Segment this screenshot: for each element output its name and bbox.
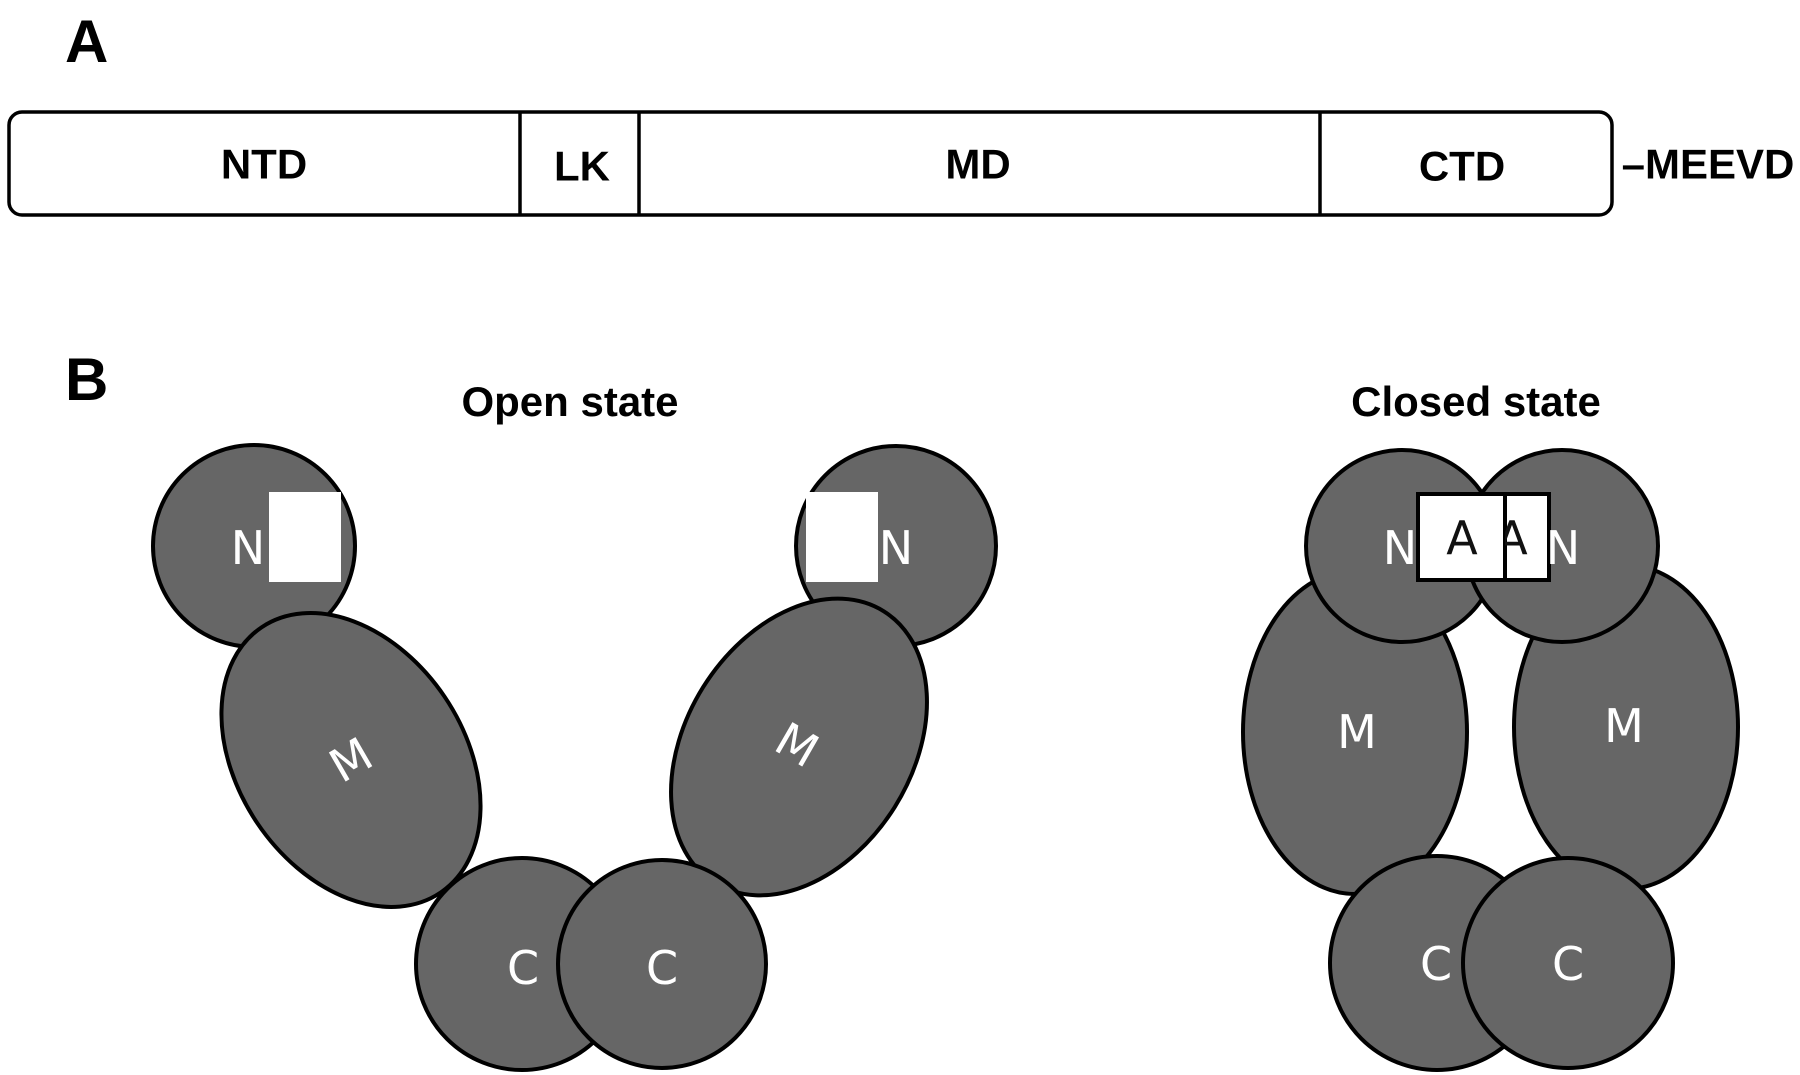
open-n-left-label: N	[231, 521, 265, 575]
closed-a-left-label: A	[1446, 511, 1478, 565]
meevd-tail-label: –MEEVD	[1622, 141, 1795, 188]
closed-a-right-label: A	[1496, 511, 1528, 565]
panel-a-letter: A	[65, 8, 108, 75]
ntd-label: NTD	[221, 141, 307, 188]
open-n-right-cutout	[806, 492, 878, 582]
md-label: MD	[945, 141, 1010, 188]
closed-c-domain-right	[1461, 856, 1675, 1070]
closed-c-right-label: C	[1552, 937, 1584, 991]
ctd-label: CTD	[1419, 143, 1505, 190]
open-c-left-label: C	[507, 941, 539, 995]
open-c-right-label: C	[646, 941, 678, 995]
lk-label: LK	[554, 143, 610, 190]
closed-m-right-label: M	[1604, 699, 1644, 753]
open-m-domain-left	[219, 611, 483, 909]
domain-bar: NTD LK MD CTD	[7, 110, 1614, 217]
closed-a-box-right	[1503, 492, 1551, 582]
closed-state-diagram: N N A A M M C C	[1241, 448, 1740, 1072]
open-n-left-cutout	[269, 492, 341, 582]
closed-n-left-label: N	[1383, 521, 1417, 575]
closed-state-title: Closed state	[1351, 378, 1601, 425]
closed-c-left-label: C	[1420, 937, 1452, 991]
panel-b-letter: B	[65, 346, 108, 413]
open-n-right-label: N	[879, 521, 913, 575]
domain-bar-outline	[7, 110, 1614, 217]
open-c-domain-right	[556, 858, 768, 1070]
closed-a-box-left	[1416, 492, 1508, 582]
open-state-diagram: N N M M C C	[151, 443, 998, 1072]
closed-m-left-label: M	[1337, 705, 1377, 759]
closed-n-right-label: N	[1546, 521, 1580, 575]
open-state-title: Open state	[461, 378, 678, 425]
